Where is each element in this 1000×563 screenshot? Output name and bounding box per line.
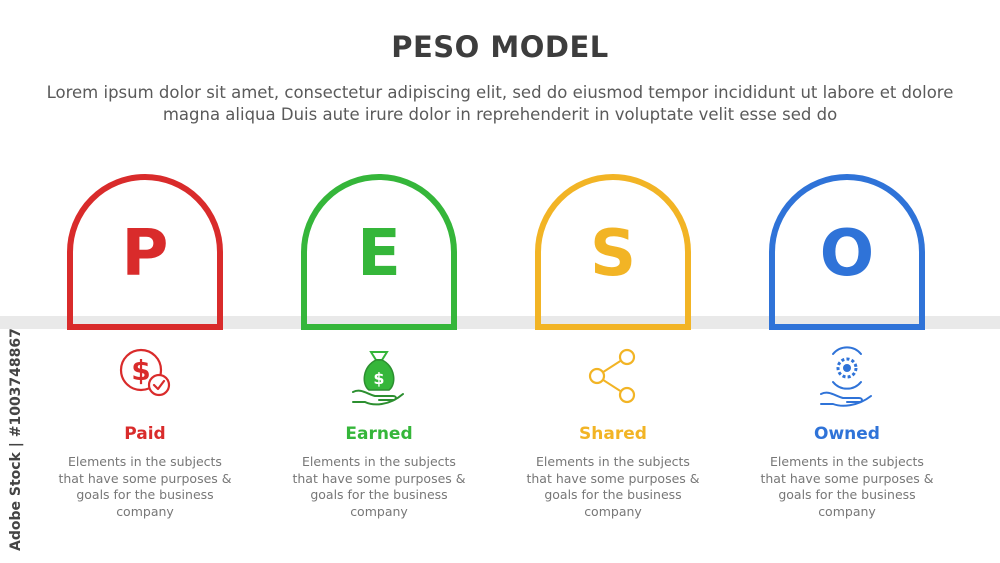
peso-label: Paid <box>124 424 166 444</box>
peso-description: Elements in the subjects that have some … <box>526 454 700 519</box>
gear-hand-icon <box>817 344 877 408</box>
arch-shape <box>67 174 223 330</box>
page-subtitle: Lorem ipsum dolor sit amet, consectetur … <box>46 83 954 124</box>
dollar-check-icon: $ <box>115 344 175 408</box>
peso-label: Earned <box>345 424 413 444</box>
horizontal-band <box>0 316 1000 329</box>
watermark-text: Adobe Stock | #1003748867 <box>8 328 24 551</box>
peso-label: Shared <box>579 424 647 444</box>
peso-label: Owned <box>814 424 880 444</box>
peso-letter: P <box>121 217 169 291</box>
peso-description: Elements in the subjects that have some … <box>58 454 232 519</box>
peso-letter: E <box>357 217 401 291</box>
arch-shape <box>301 174 457 330</box>
page-title: PESO MODEL <box>391 30 609 64</box>
peso-letter: O <box>819 217 875 291</box>
arch-shape <box>769 174 925 330</box>
svg-text:$: $ <box>373 369 384 388</box>
arch-shape <box>535 174 691 330</box>
peso-description: Elements in the subjects that have some … <box>292 454 466 519</box>
svg-text:$: $ <box>131 354 150 387</box>
share-icon <box>583 344 643 408</box>
peso-description: Elements in the subjects that have some … <box>760 454 934 519</box>
stock-watermark: Adobe Stock | #1003748867 <box>6 315 26 555</box>
peso-letter: S <box>589 217 637 291</box>
money-bag-hand-icon: $ <box>349 344 409 408</box>
